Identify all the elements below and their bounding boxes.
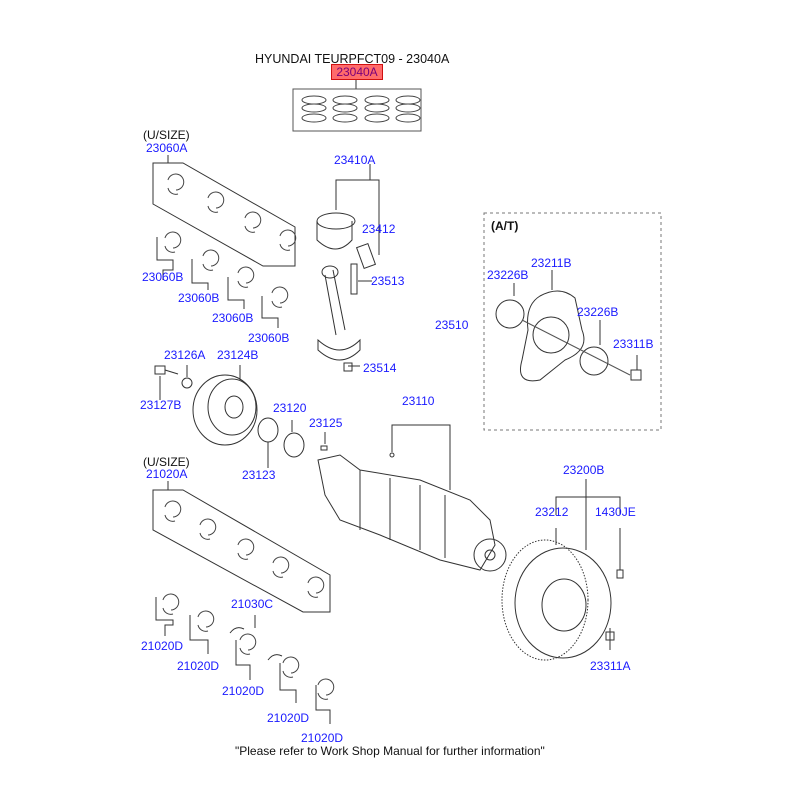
part-label-23060B[interactable]: 23060B: [142, 270, 184, 284]
piston-conrod-illustration: [316, 164, 380, 372]
part-label-23060B[interactable]: 23060B: [178, 291, 220, 305]
automatic-transmission-box: [483, 212, 662, 431]
part-label-23124B[interactable]: 23124B: [217, 348, 259, 362]
part-label-23123[interactable]: 23123: [242, 468, 276, 482]
automatic-transmission-note: (A/T): [491, 219, 519, 233]
part-label-23127B[interactable]: 23127B: [140, 398, 182, 412]
part-label-23226B[interactable]: 23226B: [487, 268, 529, 282]
part-label-21020D[interactable]: 21020D: [141, 639, 184, 653]
part-label-21030C[interactable]: 21030C: [231, 597, 274, 611]
part-label-23211B[interactable]: 23211B: [531, 256, 572, 270]
pulley-sprocket-illustration: [154, 365, 328, 468]
part-label-23200B[interactable]: 23200B: [563, 463, 605, 477]
lower-bearing-set-illustration: [152, 481, 335, 724]
part-label-21020D[interactable]: 21020D: [301, 731, 344, 745]
footer-note: "Please refer to Work Shop Manual for fu…: [235, 744, 545, 758]
flywheel-illustration: [501, 479, 624, 661]
part-label-1430JE[interactable]: 1430JE: [595, 505, 636, 519]
crankshaft-illustration: [317, 424, 507, 572]
part-label-23126A[interactable]: 23126A: [164, 348, 206, 362]
part-label-23060A[interactable]: 23060A: [146, 141, 188, 155]
part-label-23311B[interactable]: 23311B: [613, 337, 654, 351]
part-label-21020D[interactable]: 21020D: [267, 711, 310, 725]
lower-bearing-undersize-note: (U/SIZE): [143, 455, 190, 469]
highlighted-part-label-23040A[interactable]: 23040A: [331, 64, 383, 80]
upper-bearing-undersize-note: (U/SIZE): [143, 128, 190, 142]
part-label-23060B[interactable]: 23060B: [248, 331, 290, 345]
part-label-21020D[interactable]: 21020D: [177, 659, 220, 673]
part-label-23060B[interactable]: 23060B: [212, 311, 254, 325]
part-label-23513[interactable]: 23513: [371, 274, 405, 288]
part-label-21020A[interactable]: 21020A: [146, 467, 188, 481]
part-label-23311A[interactable]: 23311A: [590, 659, 631, 673]
upper-bearing-set-illustration: [152, 155, 297, 328]
part-label-23410A[interactable]: 23410A: [334, 153, 376, 167]
part-label-23110[interactable]: 23110: [402, 394, 435, 408]
part-label-23212[interactable]: 23212: [535, 505, 569, 519]
part-label-23412[interactable]: 23412: [362, 222, 396, 236]
piston-ring-set-illustration: [292, 79, 422, 132]
part-label-23120[interactable]: 23120: [273, 401, 307, 415]
part-label-23125[interactable]: 23125: [309, 416, 343, 430]
part-label-23226B[interactable]: 23226B: [577, 305, 619, 319]
part-label-23510[interactable]: 23510: [435, 318, 469, 332]
diagram-title: HYUNDAI TEURPFCT09 - 23040A: [255, 52, 450, 66]
part-label-21020D[interactable]: 21020D: [222, 684, 265, 698]
part-label-23514[interactable]: 23514: [363, 361, 397, 375]
